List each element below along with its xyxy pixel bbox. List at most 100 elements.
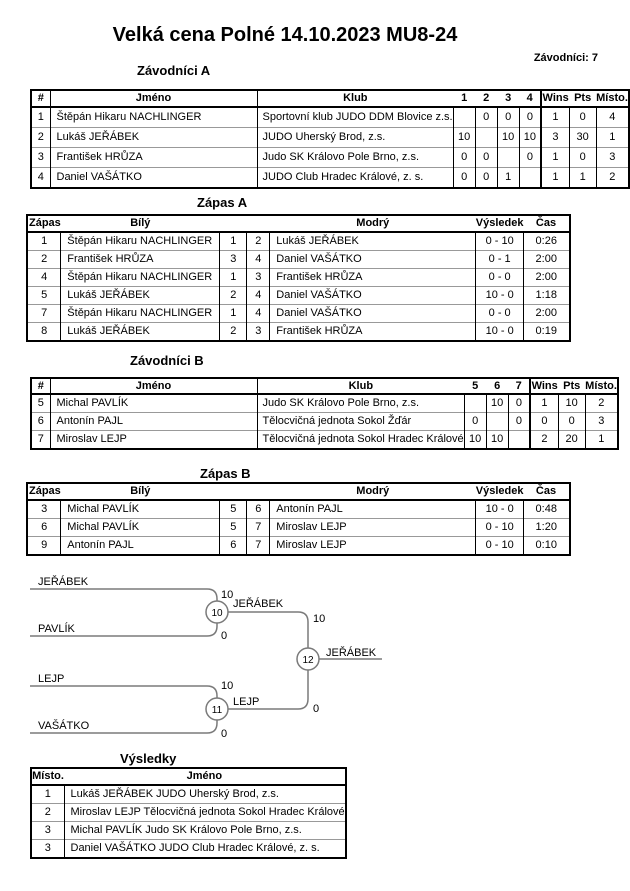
cell-v7 (507, 430, 531, 448)
col-header-5: 5 (464, 379, 487, 395)
cell-time: 0:19 (523, 322, 569, 340)
cell-v4: 10 (518, 127, 542, 148)
cell-white-num: 2 (219, 322, 247, 340)
cell-white-name: Lukáš JEŘÁBEK (60, 322, 220, 340)
cell-name: Miroslav LEJP (49, 430, 257, 448)
match-row: 8 Lukáš JEŘÁBEK 2 3 František HRŮZA 10 -… (28, 322, 569, 340)
cell-v3: 10 (496, 127, 520, 148)
col-header-place: Místo. (32, 769, 64, 786)
cell-white-num: 1 (219, 268, 247, 287)
cell-v3: 1 (496, 167, 520, 187)
cell-wins: 1 (540, 147, 570, 168)
cell-result: 0 - 1 (475, 250, 524, 269)
cell-place: 1 (584, 430, 617, 448)
col-header-6: 6 (486, 379, 509, 395)
cell-match-num: 6 (28, 518, 61, 537)
col-header-7: 7 (508, 379, 531, 395)
bracket-score-semi1-top: 10 (221, 589, 233, 601)
cell-white-num: 1 (219, 231, 247, 251)
cell-name: Michal PAVLÍK (49, 393, 257, 413)
zavodnici-a-table-wrap: # Jméno Klub 1 2 3 4 Wins Pts Místo. 1 Š… (30, 89, 630, 189)
cell-num: 3 (32, 147, 50, 168)
bracket-score-semi2-top: 10 (221, 680, 233, 692)
bracket-score-semi2-bottom: 0 (221, 728, 227, 740)
cell-white-num: 1 (219, 304, 247, 323)
cell-result: 0 - 0 (475, 304, 524, 323)
cell-place: 3 (32, 821, 64, 840)
cell-white-num: 2 (219, 286, 247, 305)
cell-blue-name: Antonín PAJL (269, 499, 476, 519)
cell-v5: 0 (463, 412, 487, 431)
vysledky-table-wrap: Místo. Jméno 1 Lukáš JEŘÁBEK JUDO Uhersk… (30, 767, 347, 859)
cell-name: Štěpán Hikaru NACHLINGER (49, 106, 257, 128)
cell-v2: 0 (474, 167, 498, 187)
match-number-semi1: 10 (211, 608, 223, 619)
zapas-b-table-wrap: Zápas Bílý Modrý Výsledek Čas 3 Michal P… (26, 482, 571, 556)
competitor-row: 5 Michal PAVLÍK Judo SK Královo Pole Brn… (32, 393, 617, 413)
cell-wins: 0 (529, 412, 559, 431)
cell-num: 6 (32, 412, 50, 431)
cell-white-name: Štěpán Hikaru NACHLINGER (60, 268, 220, 287)
cell-wins: 2 (529, 430, 559, 448)
cell-club: JUDO Uherský Brod, z.s. (256, 127, 454, 148)
bracket-line-semi1-top (30, 588, 218, 601)
cell-v5 (463, 393, 487, 413)
cell-blue-num: 3 (246, 322, 270, 340)
cell-club: Sportovní klub JUDO DDM Blovice z.s. (256, 106, 454, 128)
zapas-a-table-wrap: Zápas Bílý Modrý Výsledek Čas 1 Štěpán H… (26, 214, 571, 342)
cell-name: Daniel VAŠÁTKO (49, 167, 257, 187)
match-row: 2 František HRŮZA 3 4 Daniel VAŠÁTKO 0 -… (28, 250, 569, 269)
zavodnici-b-table-wrap: # Jméno Klub 5 6 7 Wins Pts Místo. 5 Mic… (30, 377, 619, 450)
result-row: 3 Michal PAVLÍK Judo SK Královo Pole Brn… (32, 821, 345, 840)
cell-name: Miroslav LEJP Tělocvičná jednota Sokol H… (63, 803, 345, 822)
cell-result: 0 - 10 (475, 518, 524, 537)
cell-wins: 1 (540, 106, 570, 128)
col-header-place: Místo. (585, 379, 617, 395)
cell-match-num: 5 (28, 286, 61, 305)
result-row: 3 Daniel VAŠÁTKO JUDO Club Hradec Králov… (32, 839, 345, 857)
col-header-time: Čas (523, 216, 569, 233)
match-row: 4 Štěpán Hikaru NACHLINGER 1 3 František… (28, 268, 569, 287)
cell-blue-name: Daniel VAŠÁTKO (269, 250, 476, 269)
cell-place: 3 (595, 147, 628, 168)
cell-match-num: 7 (28, 304, 61, 323)
cell-blue-num: 7 (246, 536, 270, 554)
bracket-line-semi1-winner (228, 611, 309, 648)
cell-blue-name: Miroslav LEJP (269, 518, 476, 537)
cell-num: 7 (32, 430, 50, 448)
cell-v1 (452, 106, 476, 128)
competitor-row: 3 František HRŮZA Judo SK Královo Pole B… (32, 147, 628, 168)
match-circle-final (296, 647, 320, 671)
cell-v1: 0 (452, 147, 476, 168)
page-title: Velká cena Polné 14.10.2023 MU8-24 (112, 24, 458, 46)
cell-white-name: Michal PAVLÍK (60, 518, 220, 537)
col-header-blue: Modrý (269, 484, 476, 501)
col-header-white: Bílý (60, 484, 220, 501)
cell-white-name: Lukáš JEŘÁBEK (60, 286, 220, 305)
section-title-zavodnici-a: Závodníci A (137, 63, 211, 78)
cell-blue-num: 6 (246, 499, 270, 519)
col-header-result: Výsledek (475, 484, 524, 501)
cell-v1: 0 (452, 167, 476, 187)
cell-time: 2:00 (523, 268, 569, 287)
competitor-row: 1 Štěpán Hikaru NACHLINGER Sportovní klu… (32, 106, 628, 128)
cell-blue-num: 2 (246, 231, 270, 251)
bracket-name-semi1-bottom: PAVLÍK (38, 622, 76, 635)
match-row: 5 Lukáš JEŘÁBEK 2 4 Daniel VAŠÁTKO 10 - … (28, 286, 569, 305)
zapas-b-table: Zápas Bílý Modrý Výsledek Čas 3 Michal P… (28, 484, 569, 554)
cell-result: 0 - 10 (475, 536, 524, 554)
cell-pts: 20 (557, 430, 586, 448)
cell-club: Tělocvičná jednota Sokol Žďár (256, 412, 465, 431)
match-circle-semi2 (205, 697, 229, 721)
cell-white-name: Štěpán Hikaru NACHLINGER (60, 231, 220, 251)
cell-wins: 1 (529, 393, 559, 413)
cell-time: 1:18 (523, 286, 569, 305)
cell-blue-num: 7 (246, 518, 270, 537)
spacer (246, 484, 270, 501)
bracket-score-final-bottom: 0 (313, 703, 319, 715)
match-row: 1 Štěpán Hikaru NACHLINGER 1 2 Lukáš JEŘ… (28, 231, 569, 251)
bracket-winner-final: JEŘÁBEK (326, 646, 377, 659)
vysledky-table: Místo. Jméno 1 Lukáš JEŘÁBEK JUDO Uhersk… (32, 769, 345, 857)
cell-num: 2 (32, 127, 50, 148)
